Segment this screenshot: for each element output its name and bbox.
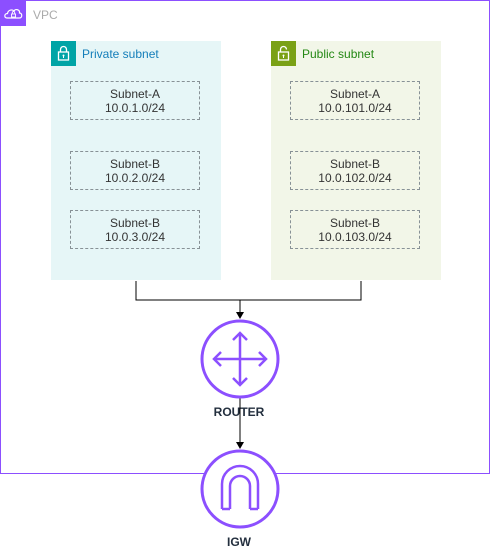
subnet-box: Subnet-A 10.0.101.0/24 bbox=[290, 81, 420, 120]
lock-icon bbox=[51, 41, 76, 66]
igw-label: IGW bbox=[227, 535, 251, 549]
subnet-box: Subnet-B 10.0.102.0/24 bbox=[290, 151, 420, 190]
subnet-name: Subnet-A bbox=[329, 87, 381, 101]
subnet-cidr: 10.0.2.0/24 bbox=[104, 171, 166, 185]
private-subnet-group: Private subnet Subnet-A 10.0.1.0/24 Subn… bbox=[51, 41, 221, 280]
subnet-name: Subnet-B bbox=[329, 157, 381, 171]
subnet-name: Subnet-A bbox=[109, 87, 161, 101]
lock-icon bbox=[271, 41, 296, 66]
subnet-box: Subnet-B 10.0.3.0/24 bbox=[70, 210, 200, 249]
subnet-box: Subnet-B 10.0.103.0/24 bbox=[290, 210, 420, 249]
private-subnet-label: Private subnet bbox=[82, 47, 159, 61]
subnet-name: Subnet-B bbox=[109, 216, 161, 230]
cloud-lock-icon bbox=[1, 1, 26, 26]
subnet-cidr: 10.0.3.0/24 bbox=[104, 230, 166, 244]
router-icon bbox=[200, 319, 280, 399]
subnet-box: Subnet-B 10.0.2.0/24 bbox=[70, 151, 200, 190]
subnet-cidr: 10.0.101.0/24 bbox=[318, 101, 392, 115]
public-subnet-group: Public subnet Subnet-A 10.0.101.0/24 Sub… bbox=[271, 41, 441, 280]
subnet-cidr: 10.0.1.0/24 bbox=[104, 101, 166, 115]
subnet-cidr: 10.0.102.0/24 bbox=[318, 171, 392, 185]
subnet-cidr: 10.0.103.0/24 bbox=[318, 230, 392, 244]
internet-gateway-icon bbox=[200, 449, 280, 529]
connector-lines bbox=[135, 281, 362, 449]
vpc-label: VPC bbox=[33, 8, 58, 22]
subnet-name: Subnet-B bbox=[109, 157, 161, 171]
subnet-box: Subnet-A 10.0.1.0/24 bbox=[70, 81, 200, 120]
public-subnet-label: Public subnet bbox=[302, 47, 375, 61]
subnet-name: Subnet-B bbox=[329, 216, 381, 230]
router-label: ROUTER bbox=[213, 405, 265, 419]
